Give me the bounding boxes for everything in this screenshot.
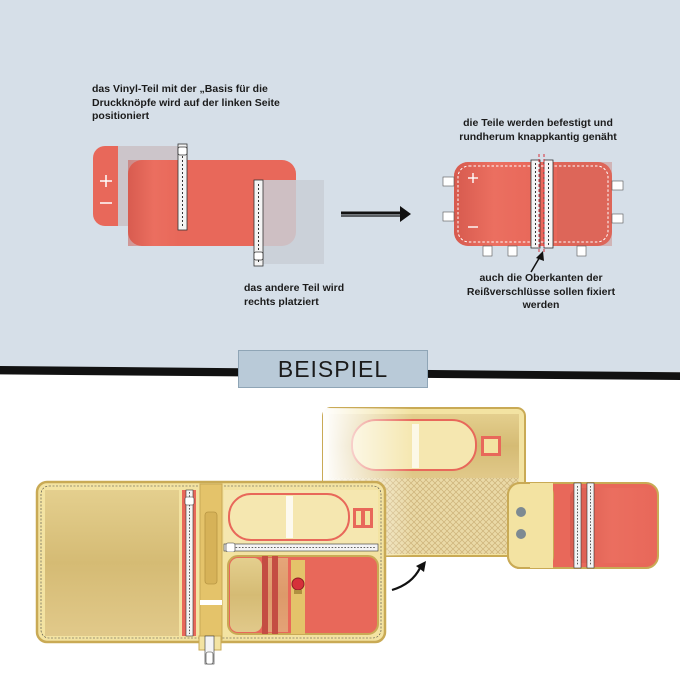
zipper-strip-left [177,143,188,231]
label-vinyl-part: das Vinyl-Teil mit der „Basis für die Dr… [92,83,280,122]
example-banner-title: BEISPIEL [277,355,389,382]
label-attached: die Teile werden befestigt und rundherum… [459,117,617,143]
long-right-arrow-icon [341,206,411,222]
pointer-arrow-icon [530,251,544,273]
curved-arrow-icon [391,561,426,592]
label-other-part: das andere Teil wird rechts platziert [244,282,345,308]
example-banner: BEISPIEL [238,350,428,388]
example-open-wallet [35,480,387,665]
label-zipper-edges: auch die Oberkanten der Reißverschlüsse … [466,272,616,311]
assembled-piece [442,154,624,257]
vinyl-part-right [253,179,324,267]
example-coral-flap [507,482,659,569]
